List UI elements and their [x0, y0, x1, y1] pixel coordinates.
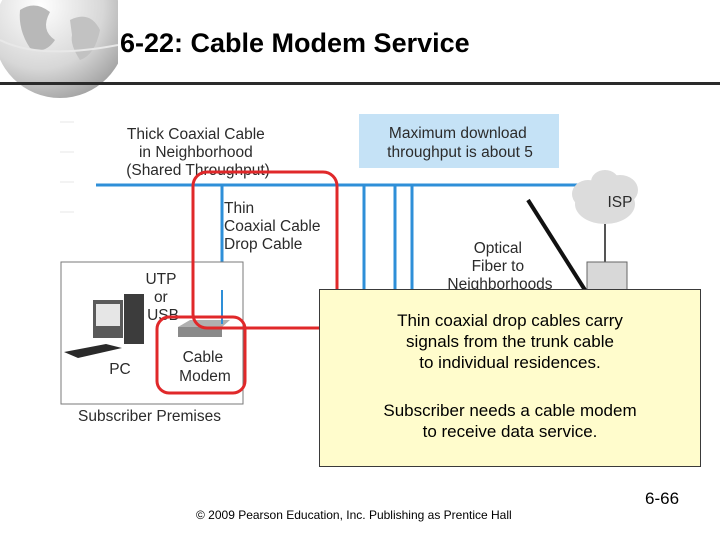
slide-title: 6-22: Cable Modem Service	[120, 28, 470, 58]
thick-coax-label: Thick Coaxial Cable in Neighborhood (Sha…	[126, 126, 270, 179]
cable-modem-icon	[178, 320, 230, 337]
pc-icon	[64, 294, 144, 358]
download-info-text: Maximum download throughput is about 5	[387, 125, 533, 161]
cable-modem-label: Cable Modem	[179, 349, 231, 385]
copyright-notice: © 2009 Pearson Education, Inc. Publishin…	[196, 508, 512, 522]
isp-label: ISP	[608, 194, 633, 211]
slide-number: 6-66	[645, 489, 680, 508]
cable-modem-diagram: Thick Coaxial Cable in Neighborhood (Sha…	[60, 114, 638, 425]
headend-device-icon	[586, 261, 628, 291]
globe-logo-icon	[0, 0, 118, 98]
utp-label: UTP or USB	[145, 271, 180, 324]
download-info-box	[359, 114, 559, 168]
background-pattern	[60, 121, 74, 213]
highlight-drop-cable	[191, 170, 339, 330]
thin-coax-label: Thin Coaxial Cable Drop Cable	[224, 200, 325, 253]
callout-paragraph-drop-cables: Thin coaxial drop cables carry signals f…	[397, 311, 623, 372]
title-divider	[0, 82, 720, 85]
subscriber-premises-label: Subscriber Premises	[78, 408, 221, 425]
optical-fiber-label: Optical Fiber to Neighborhoods	[447, 240, 552, 293]
callout-box: Thin coaxial drop cables carry signals f…	[319, 289, 701, 467]
pc-label: PC	[109, 361, 131, 378]
optical-fiber-line	[526, 198, 587, 292]
callout-paragraph-cable-modem: Subscriber needs a cable modem to receiv…	[383, 401, 637, 441]
highlight-cable-modem	[155, 315, 247, 395]
isp-cloud-icon	[572, 170, 638, 224]
